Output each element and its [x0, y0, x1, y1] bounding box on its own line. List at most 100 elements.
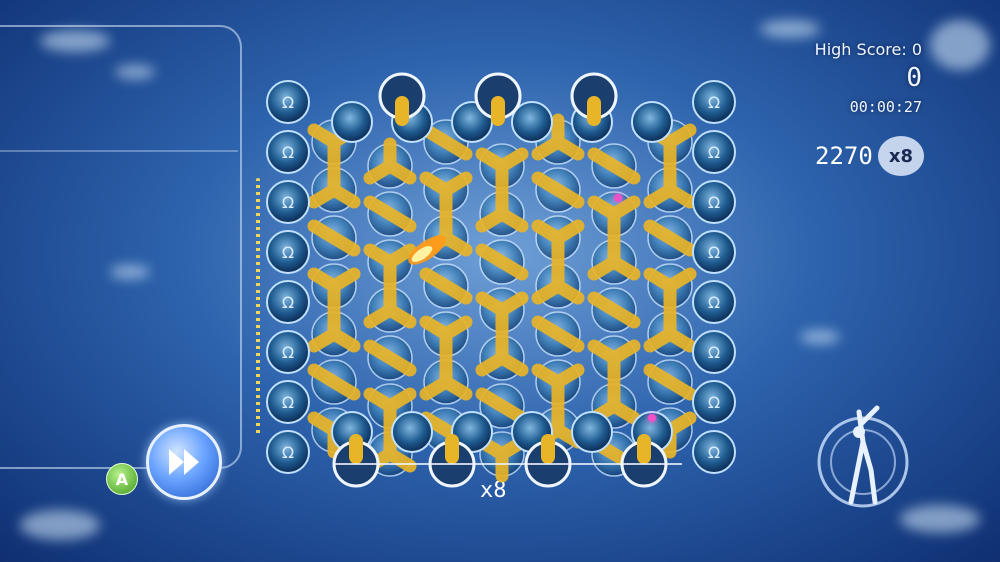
tube-segment — [587, 339, 641, 387]
tube-segment — [363, 195, 417, 233]
tube-segment — [587, 291, 641, 329]
fast-forward-icon — [169, 449, 199, 475]
hub-glyph: Ω — [282, 143, 294, 162]
background-light — [20, 510, 100, 540]
hub-icon — [692, 280, 736, 324]
tube-segment — [419, 315, 473, 363]
tube-segment — [587, 233, 641, 281]
pink-ball — [648, 414, 656, 422]
hub-icon — [692, 180, 736, 224]
hub-icon — [266, 130, 310, 174]
hub-icon — [266, 180, 310, 224]
hub-glyph: Ω — [282, 193, 294, 212]
tube-segment — [643, 161, 697, 209]
background-light — [800, 330, 840, 344]
tube-segment — [643, 305, 697, 353]
hub-glyph: Ω — [282, 393, 294, 412]
port-tube — [395, 96, 409, 126]
hub-glyph: Ω — [708, 293, 720, 312]
tube-segment — [475, 147, 529, 195]
left-panel-divider — [0, 150, 238, 152]
points-value: 2270 — [815, 142, 873, 170]
background-light — [40, 30, 110, 52]
background-light — [930, 20, 990, 70]
tube-segment — [643, 363, 697, 401]
port-tube — [587, 96, 601, 126]
port-tube — [637, 434, 651, 464]
tube-segment — [643, 267, 697, 315]
hub-icon — [266, 380, 310, 424]
tube-segment — [643, 219, 697, 257]
hub-icon — [631, 101, 673, 143]
pink-ball — [614, 194, 622, 202]
tube-segment — [531, 257, 585, 305]
high-score-label: High Score: 0 — [814, 40, 922, 59]
hub-icon — [266, 330, 310, 374]
hub-icon — [511, 101, 553, 143]
tube-segment — [419, 353, 473, 401]
tube-segment — [475, 243, 529, 281]
tube-segment — [475, 329, 529, 377]
hub-glyph: Ω — [708, 393, 720, 412]
hub-glyph: Ω — [708, 93, 720, 112]
port-tube — [445, 434, 459, 464]
hub-icon — [692, 230, 736, 274]
tube-segment — [307, 219, 361, 257]
port-tube — [349, 434, 363, 464]
tube-segment — [307, 363, 361, 401]
hub-glyph: Ω — [282, 243, 294, 262]
hub-glyph: Ω — [708, 343, 720, 362]
tube-segment — [307, 305, 361, 353]
tube-segment — [475, 185, 529, 233]
tube-segment — [531, 219, 585, 267]
hub-icon — [692, 330, 736, 374]
hub-icon — [266, 230, 310, 274]
tube-segment — [587, 195, 641, 243]
dancer-emblem-icon — [817, 405, 909, 508]
game-board[interactable]: Ω Ω Ω Ω Ω Ω Ω Ω Ω Ω Ω Ω Ω Ω Ω Ω — [262, 72, 738, 492]
background-light — [760, 20, 820, 38]
background-light — [900, 505, 980, 533]
hub-icon — [692, 130, 736, 174]
background-light — [115, 65, 155, 79]
tube-segment — [419, 123, 473, 161]
a-button-icon: A — [106, 463, 138, 495]
tube-segment — [363, 243, 417, 291]
background-light — [110, 265, 150, 279]
hub-glyph: Ω — [708, 143, 720, 162]
hub-icon — [331, 101, 373, 143]
multiplier-badge: x8 — [878, 136, 924, 176]
hub-icon — [266, 80, 310, 124]
timer: 00:00:27 — [849, 98, 922, 116]
hub-icon — [266, 280, 310, 324]
hub-icon — [391, 411, 433, 453]
tube-segment — [363, 387, 417, 435]
left-panel-frame — [0, 25, 242, 469]
hub-icon — [692, 380, 736, 424]
tube-segment — [531, 363, 585, 411]
tube-segment — [363, 339, 417, 377]
hub-glyph: Ω — [708, 443, 720, 462]
tube-segment — [531, 113, 585, 161]
port-tube — [541, 434, 555, 464]
hub-glyph: Ω — [708, 243, 720, 262]
hub-glyph: Ω — [708, 193, 720, 212]
hub-icon — [571, 411, 613, 453]
progress-meter — [256, 178, 260, 436]
hub-glyph: Ω — [282, 293, 294, 312]
tube-segment — [475, 291, 529, 339]
tube-segment — [531, 315, 585, 353]
hub-glyph: Ω — [282, 93, 294, 112]
tube-segment — [419, 171, 473, 219]
tube-segment — [363, 281, 417, 329]
fast-forward-button[interactable] — [146, 424, 222, 500]
tube-segment — [363, 137, 417, 185]
hub-glyph: Ω — [282, 443, 294, 462]
tube-segment — [531, 171, 585, 209]
hub-icon — [266, 430, 310, 474]
tube-segment — [419, 267, 473, 305]
tube-segment — [587, 147, 641, 185]
tube-segment — [307, 161, 361, 209]
hub-glyph: Ω — [282, 343, 294, 362]
port-tube — [491, 96, 505, 126]
